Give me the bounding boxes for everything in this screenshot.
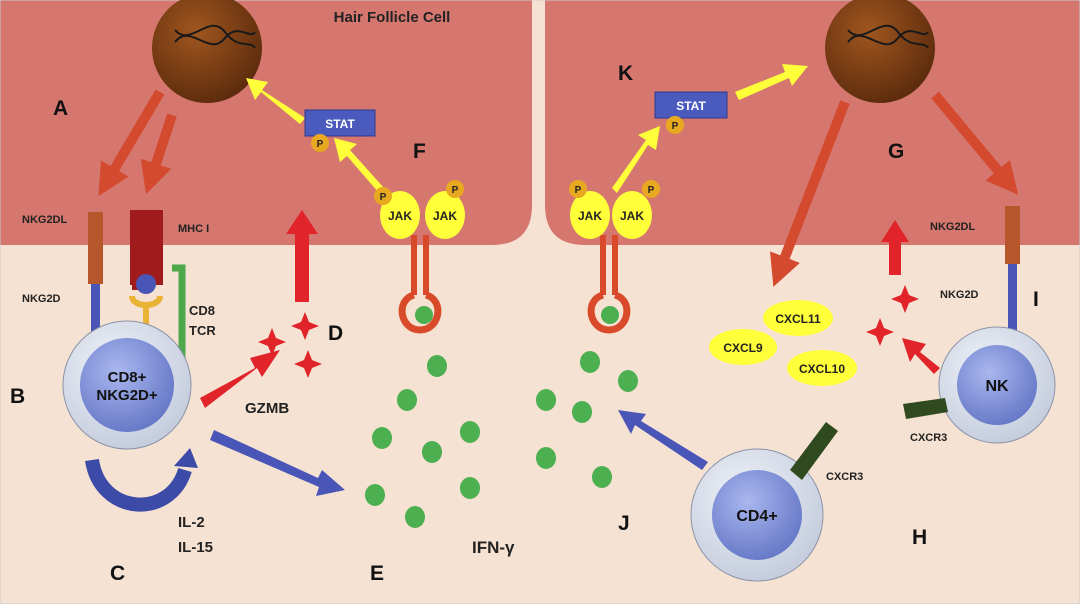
panel-letter-j: J xyxy=(618,512,630,535)
nk-granzyme-arrow xyxy=(902,338,940,374)
chemokine-cxcl10: CXCL10 xyxy=(787,350,857,386)
nucleus-right xyxy=(825,0,935,103)
ifn-release-arrow xyxy=(210,430,345,496)
svg-text:NK: NK xyxy=(985,378,1009,395)
stat-box-right: STAT P xyxy=(654,91,728,134)
ifn-receptor-right: JAK JAK P P xyxy=(569,180,660,334)
nkg2d-ligand-pair-left xyxy=(88,212,103,342)
label-cxcr3-cd4: CXCR3 xyxy=(826,471,863,483)
label-il2: IL-2 xyxy=(178,514,205,531)
label-il15: IL-15 xyxy=(178,539,213,556)
panel-letter-b: B xyxy=(10,385,25,408)
cd8-t-cell: CD8+ NKG2D+ xyxy=(62,320,192,450)
svg-text:NKG2D+: NKG2D+ xyxy=(96,387,158,404)
panel-letter-e: E xyxy=(370,562,384,585)
panel-letter-d: D xyxy=(328,322,343,345)
follicle-cell-left xyxy=(0,0,532,245)
chemokine-cxcl9: CXCL9 xyxy=(709,329,777,365)
follicle-title: Hair Follicle Cell xyxy=(334,9,451,26)
yellow-arrows xyxy=(246,64,808,193)
cd4-ifn-arrow xyxy=(618,410,708,470)
nkg2d-ligand-pair-right xyxy=(1005,206,1020,336)
upward-arrow-right xyxy=(881,220,909,275)
svg-text:P: P xyxy=(380,192,387,203)
label-ifn-gamma: IFN-γ xyxy=(472,538,515,557)
svg-text:JAK: JAK xyxy=(578,209,602,223)
cd4-t-cell: CD4+ xyxy=(690,448,824,582)
il-autocrine-arrow xyxy=(85,448,198,512)
label-cd8: CD8 xyxy=(189,303,215,318)
panel-letter-a: A xyxy=(53,97,68,120)
label-gzmb: GZMB xyxy=(245,400,289,417)
svg-text:JAK: JAK xyxy=(620,209,644,223)
panel-letter-i: I xyxy=(1033,288,1039,311)
label-nkg2dl-right: NKG2DL xyxy=(930,221,976,233)
panel-letter-k: K xyxy=(618,62,633,85)
nk-cell: NK xyxy=(938,326,1056,444)
panel-letters: A B C D E F G H I J K xyxy=(10,62,1039,585)
granzyme-stars xyxy=(258,312,322,378)
svg-text:STAT: STAT xyxy=(676,99,706,113)
label-mhc: MHC I xyxy=(178,223,209,235)
svg-text:JAK: JAK xyxy=(433,209,457,223)
follicle-cell-right xyxy=(545,0,1080,245)
svg-text:P: P xyxy=(575,185,582,196)
stat-box-left: STAT P xyxy=(304,109,376,152)
dna-icon xyxy=(847,24,929,49)
nk-granzyme-stars xyxy=(866,285,919,346)
svg-text:CXCL11: CXCL11 xyxy=(775,312,821,326)
upward-arrow-left xyxy=(286,210,318,302)
ifn-gamma-molecules xyxy=(365,351,638,528)
label-cxcr3-nk: CXCR3 xyxy=(910,432,947,444)
label-tcr: TCR xyxy=(189,323,216,338)
panel-letter-f: F xyxy=(413,140,426,163)
label-nkg2dl-left: NKG2DL xyxy=(22,214,68,226)
nucleus-left xyxy=(152,0,262,103)
label-nkg2d-left: NKG2D xyxy=(22,293,61,305)
panel-letter-h: H xyxy=(912,526,927,549)
svg-text:STAT: STAT xyxy=(325,117,355,131)
ifn-receptor-left: JAK JAK P P xyxy=(374,180,465,334)
svg-text:CXCL9: CXCL9 xyxy=(723,341,763,355)
svg-text:CXCL10: CXCL10 xyxy=(799,362,845,376)
svg-text:CD4+: CD4+ xyxy=(736,508,777,525)
svg-text:P: P xyxy=(452,185,459,196)
svg-text:P: P xyxy=(317,139,324,150)
cxcr3-receptor-nk xyxy=(903,398,948,419)
panel-letter-g: G xyxy=(888,140,904,163)
svg-text:P: P xyxy=(672,121,679,132)
dna-icon xyxy=(174,24,256,49)
chemokine-cxcl11: CXCL11 xyxy=(763,300,833,336)
svg-text:JAK: JAK xyxy=(388,209,412,223)
svg-text:P: P xyxy=(648,185,655,196)
panel-letter-c: C xyxy=(110,562,125,585)
nucleus-signal-arrows xyxy=(98,89,1019,287)
label-nkg2d-right: NKG2D xyxy=(940,289,979,301)
svg-text:CD8+: CD8+ xyxy=(108,369,147,386)
cxcr3-receptor-cd4 xyxy=(790,422,838,480)
gzmb-arrow xyxy=(200,350,280,408)
